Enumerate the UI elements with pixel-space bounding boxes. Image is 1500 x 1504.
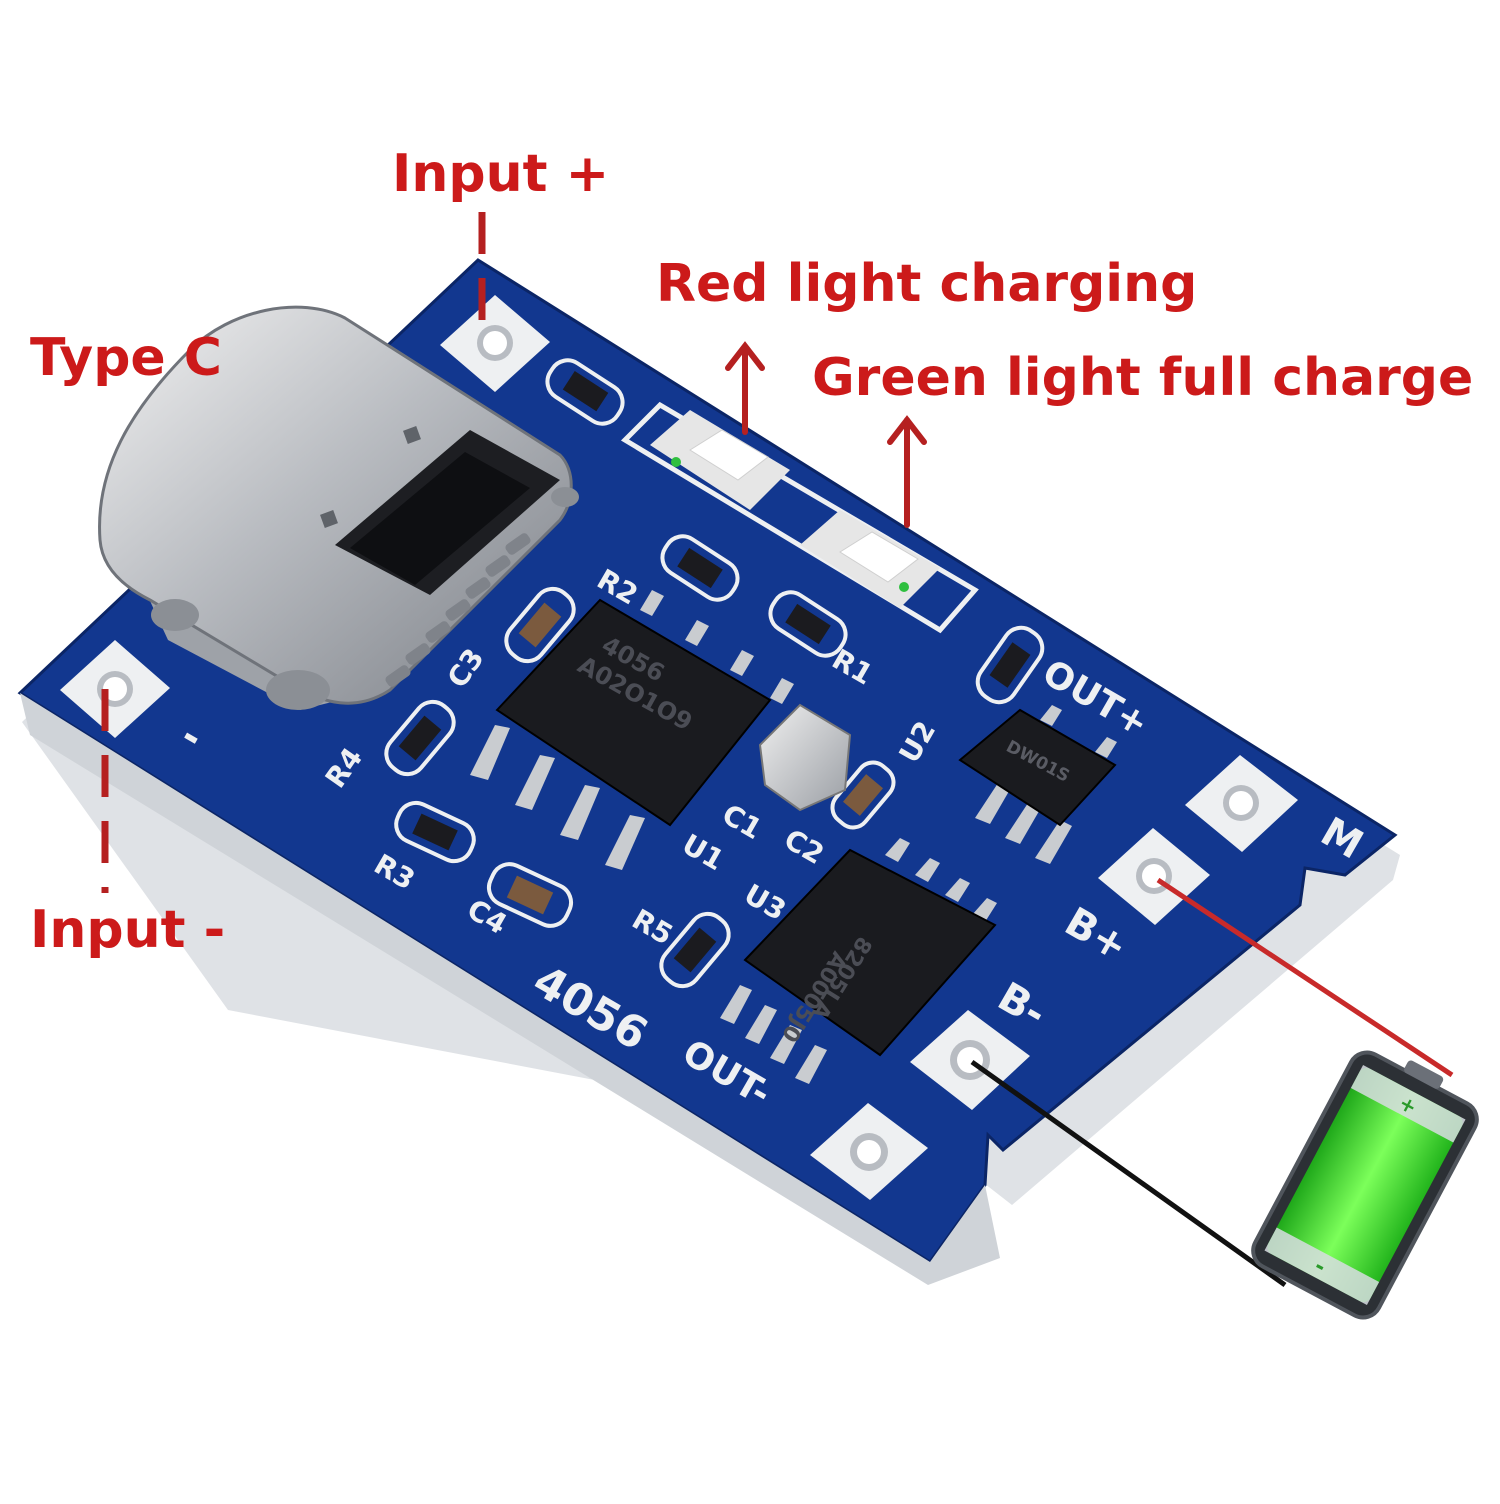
- ic-u1: 4056 A02O1O9: [470, 590, 794, 870]
- pad-input-plus: [440, 295, 550, 392]
- label-input-minus: Input -: [30, 900, 226, 960]
- label-input-plus: Input +: [392, 144, 610, 204]
- arrow-red-light: [725, 341, 765, 435]
- label-red-light-charging: Red light charging: [656, 254, 1198, 314]
- pad-m: [1185, 755, 1298, 852]
- battery-wires: [970, 877, 1454, 1288]
- capacitor-c2: [830, 760, 896, 830]
- ic-u3: 8205LA A0005J0: [720, 838, 997, 1084]
- resistor-r1: [768, 590, 848, 658]
- led-green: [800, 510, 940, 608]
- led-row: [620, 401, 979, 634]
- resistor-r2: [660, 534, 740, 602]
- led-arrows: [725, 341, 927, 528]
- pad-out-minus: [810, 1103, 928, 1200]
- capacitor-c1: [758, 703, 852, 812]
- battery-icon: + -: [1251, 1050, 1479, 1320]
- led-red: [650, 410, 790, 510]
- usb-pins: [385, 533, 531, 687]
- resistor-r5: [659, 911, 731, 989]
- resistor-r3: [394, 800, 476, 864]
- label-type-c: Type C: [30, 328, 222, 388]
- usb-type-c-connector: [98, 305, 579, 710]
- label-green-light-full-charge: Green light full charge: [812, 348, 1474, 408]
- ic-u2: DW01S: [958, 705, 1117, 864]
- resistor-out: [975, 625, 1045, 705]
- capacitor-c3: [504, 586, 576, 664]
- pads: [60, 295, 1298, 1200]
- capacitor-c4: [486, 862, 574, 928]
- wire-positive: [1156, 877, 1454, 1078]
- arrow-green-light: [887, 415, 927, 528]
- resistor-top: [545, 358, 625, 426]
- smd-components: [384, 358, 1045, 989]
- leader-lines: [101, 212, 486, 893]
- resistor-r4: [384, 699, 456, 777]
- wire-negative: [970, 1059, 1287, 1288]
